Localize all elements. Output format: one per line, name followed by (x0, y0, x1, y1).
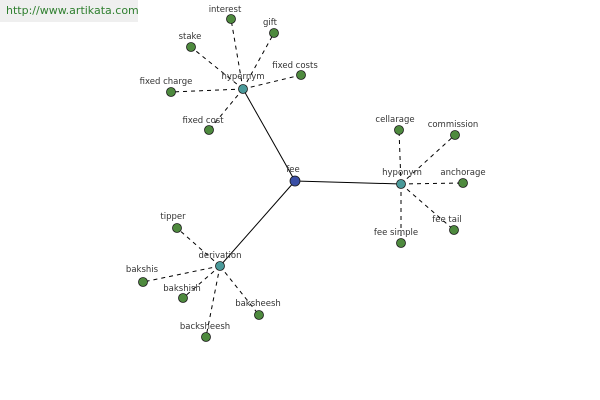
edge-hypernym-fixed-charge (170, 88, 244, 93)
relation-hypernym-node[interactable] (238, 84, 248, 94)
relation-hypernym-label[interactable]: hypernym (221, 72, 264, 82)
leaf-tipper-label[interactable]: tipper (160, 212, 186, 222)
edge-root-derivation (219, 180, 296, 267)
leaf-interest-node[interactable] (226, 14, 236, 24)
edge-hyponym-fee-tail (400, 183, 455, 231)
leaf-backsheesh-node[interactable] (201, 332, 211, 342)
edge-derivation-tipper (176, 227, 221, 267)
leaf-stake-label[interactable]: stake (179, 32, 202, 42)
leaf-fee-tail-node[interactable] (449, 225, 459, 235)
edge-hyponym-cellarage (398, 129, 402, 185)
edge-root-hyponym (294, 180, 402, 185)
leaf-gift-label[interactable]: gift (263, 18, 278, 28)
leaf-anchorage-label[interactable]: anchorage (440, 168, 485, 178)
edge-layer (142, 18, 464, 338)
edge-hypernym-fixed-costs (242, 74, 302, 90)
edge-derivation-baksheesh (219, 265, 260, 316)
root-fee-label[interactable]: fee (286, 165, 299, 175)
leaf-commission-label[interactable]: commission (428, 120, 479, 130)
leaf-baksheesh-label[interactable]: baksheesh (235, 299, 281, 309)
leaf-fixed-charge-node[interactable] (166, 87, 176, 97)
leaf-backsheesh-label[interactable]: backsheesh (180, 322, 230, 332)
relation-hyponym-label[interactable]: hyponym (382, 168, 422, 178)
leaf-cellarage-node[interactable] (394, 125, 404, 135)
leaf-bakshis-node[interactable] (138, 277, 148, 287)
leaf-fee-simple-label[interactable]: fee simple (374, 228, 418, 238)
leaf-fixed-cost-label[interactable]: fixed cost (182, 116, 224, 126)
leaf-fee-tail-label[interactable]: fee tail (432, 215, 461, 225)
leaf-baksheesh-node[interactable] (254, 310, 264, 320)
leaf-tipper-node[interactable] (172, 223, 182, 233)
edge-hyponym-anchorage (400, 182, 464, 185)
site-url-watermark[interactable]: http://www.artikata.com (0, 0, 139, 22)
edge-derivation-bakshish (182, 265, 221, 299)
leaf-interest-label[interactable]: interest (209, 5, 242, 15)
leaf-anchorage-node[interactable] (458, 178, 468, 188)
leaf-fixed-costs-label[interactable]: fixed costs (272, 61, 318, 71)
edge-hypernym-gift (242, 32, 275, 90)
edge-hypernym-interest (230, 18, 244, 90)
leaf-fixed-cost-node[interactable] (204, 125, 214, 135)
edge-hypernym-stake (190, 46, 244, 90)
relation-derivation-node[interactable] (215, 261, 225, 271)
relation-hyponym-node[interactable] (396, 179, 406, 189)
leaf-bakshis-label[interactable]: bakshis (126, 265, 159, 275)
leaf-stake-node[interactable] (186, 42, 196, 52)
edge-derivation-bakshis (142, 265, 221, 283)
relation-derivation-label[interactable]: derivation (198, 251, 241, 261)
leaf-fixed-costs-node[interactable] (296, 70, 306, 80)
root-fee-node[interactable] (289, 175, 301, 187)
leaf-cellarage-label[interactable]: cellarage (375, 115, 414, 125)
leaf-fixed-charge-label[interactable]: fixed charge (140, 77, 193, 87)
edge-root-hypernym (242, 88, 296, 182)
leaf-gift-node[interactable] (269, 28, 279, 38)
leaf-bakshish-node[interactable] (178, 293, 188, 303)
leaf-bakshish-label[interactable]: bakshish (163, 284, 201, 294)
leaf-fee-simple-node[interactable] (396, 238, 406, 248)
edge-hypernym-fixed-cost (208, 88, 244, 131)
leaf-commission-node[interactable] (450, 130, 460, 140)
